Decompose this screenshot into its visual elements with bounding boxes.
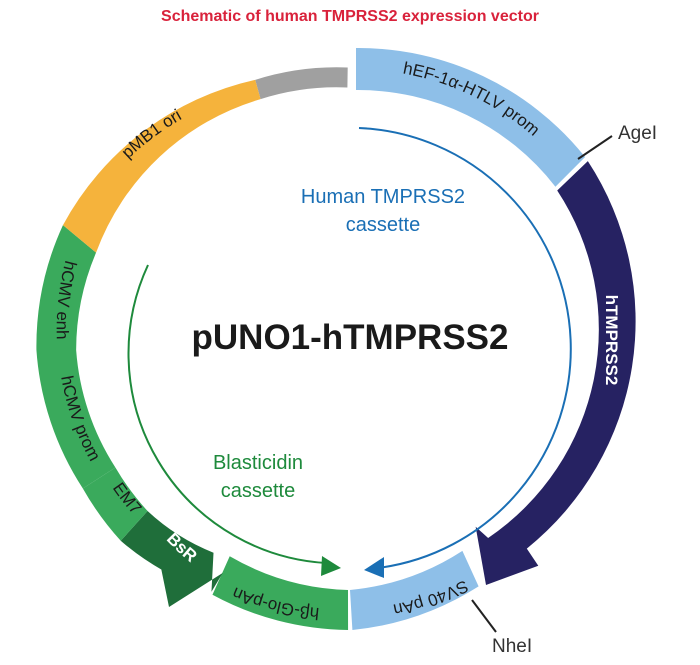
segment-htmprss2-arrow	[475, 161, 636, 586]
agei-label: AgeI	[618, 123, 657, 144]
segment-hbeta-glo-pan	[212, 556, 349, 630]
segment-em7	[82, 467, 148, 541]
blasticidin-cassette-arrowhead	[321, 556, 341, 576]
segment-sv40-pan	[350, 550, 479, 630]
nhei-label: NheI	[492, 636, 532, 657]
blasticidin-cassette-label-line2: cassette	[221, 480, 295, 502]
segment-hcmv-enh	[36, 225, 97, 350]
figure-title: Schematic of human TMPRSS2 expression ve…	[161, 8, 539, 25]
human-cassette: Human TMPRSS2 cassette	[301, 127, 572, 578]
human-cassette-arrow	[358, 127, 572, 569]
human-cassette-label-line2: cassette	[346, 214, 420, 236]
restriction-sites: AgeI NheI	[471, 123, 657, 657]
human-cassette-arrowhead	[364, 557, 384, 578]
segment-pmb1-ori	[62, 79, 261, 253]
agei-tick	[577, 135, 613, 160]
blasticidin-cassette-label-line1: Blasticidin	[213, 452, 303, 474]
blasticidin-cassette: Blasticidin cassette	[127, 264, 341, 576]
segment-hcmv-prom	[36, 350, 116, 489]
segment-htlv-promoter	[356, 48, 586, 187]
segment-bsr-arrow	[120, 511, 223, 607]
human-cassette-label-line1: Human TMPRSS2	[301, 186, 465, 208]
htmprss2-label: hTMPRSS2	[602, 295, 621, 386]
plasmid-name: pUNO1-hTMPRSS2	[192, 318, 509, 357]
plasmid-ring	[36, 48, 636, 630]
blasticidin-cassette-arrow	[127, 264, 327, 564]
nhei-tick	[471, 599, 497, 633]
segment-spacer	[255, 67, 348, 100]
